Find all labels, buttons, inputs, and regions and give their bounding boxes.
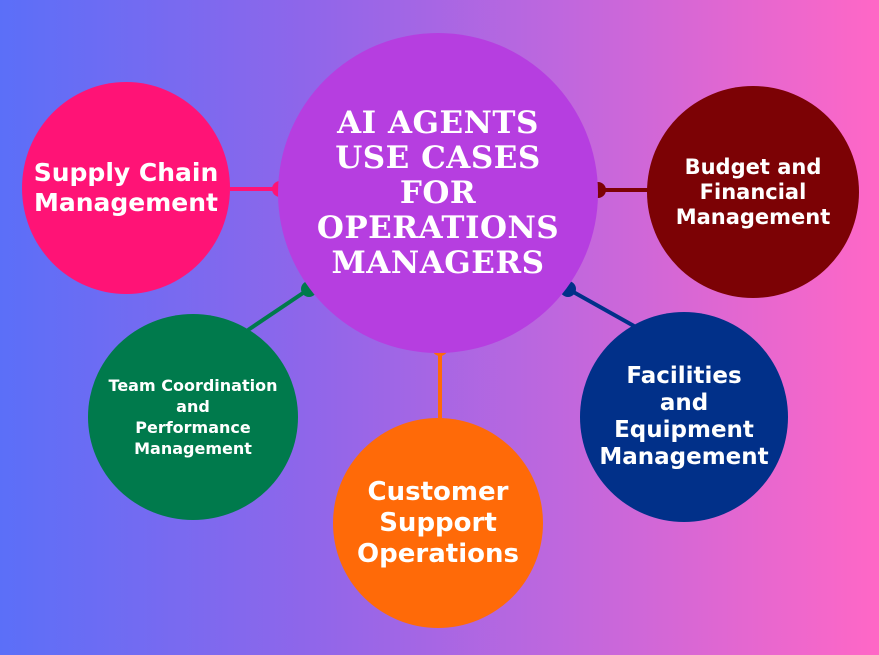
central-topic-circle: AI AGENTS USE CASES FOR OPERATIONS MANAG… [278, 33, 598, 353]
connector-team [246, 287, 311, 332]
node-facilities-label: Facilities and Equipment Management [599, 363, 769, 470]
connector-facilities [567, 287, 635, 328]
node-team-coordination-label: Team Coordination and Performance Manage… [108, 376, 278, 458]
central-topic-title: AI AGENTS USE CASES FOR OPERATIONS MANAG… [316, 104, 560, 281]
node-facilities: Facilities and Equipment Management [580, 312, 788, 522]
node-customer-support: Customer Support Operations [333, 418, 543, 628]
node-supply-chain: Supply Chain Management [22, 82, 230, 294]
node-team-coordination: Team Coordination and Performance Manage… [88, 314, 298, 520]
node-budget: Budget and Financial Management [647, 86, 859, 298]
node-customer-support-label: Customer Support Operations [357, 476, 519, 569]
node-supply-chain-label: Supply Chain Management [33, 158, 219, 217]
node-budget-label: Budget and Financial Management [675, 154, 831, 229]
